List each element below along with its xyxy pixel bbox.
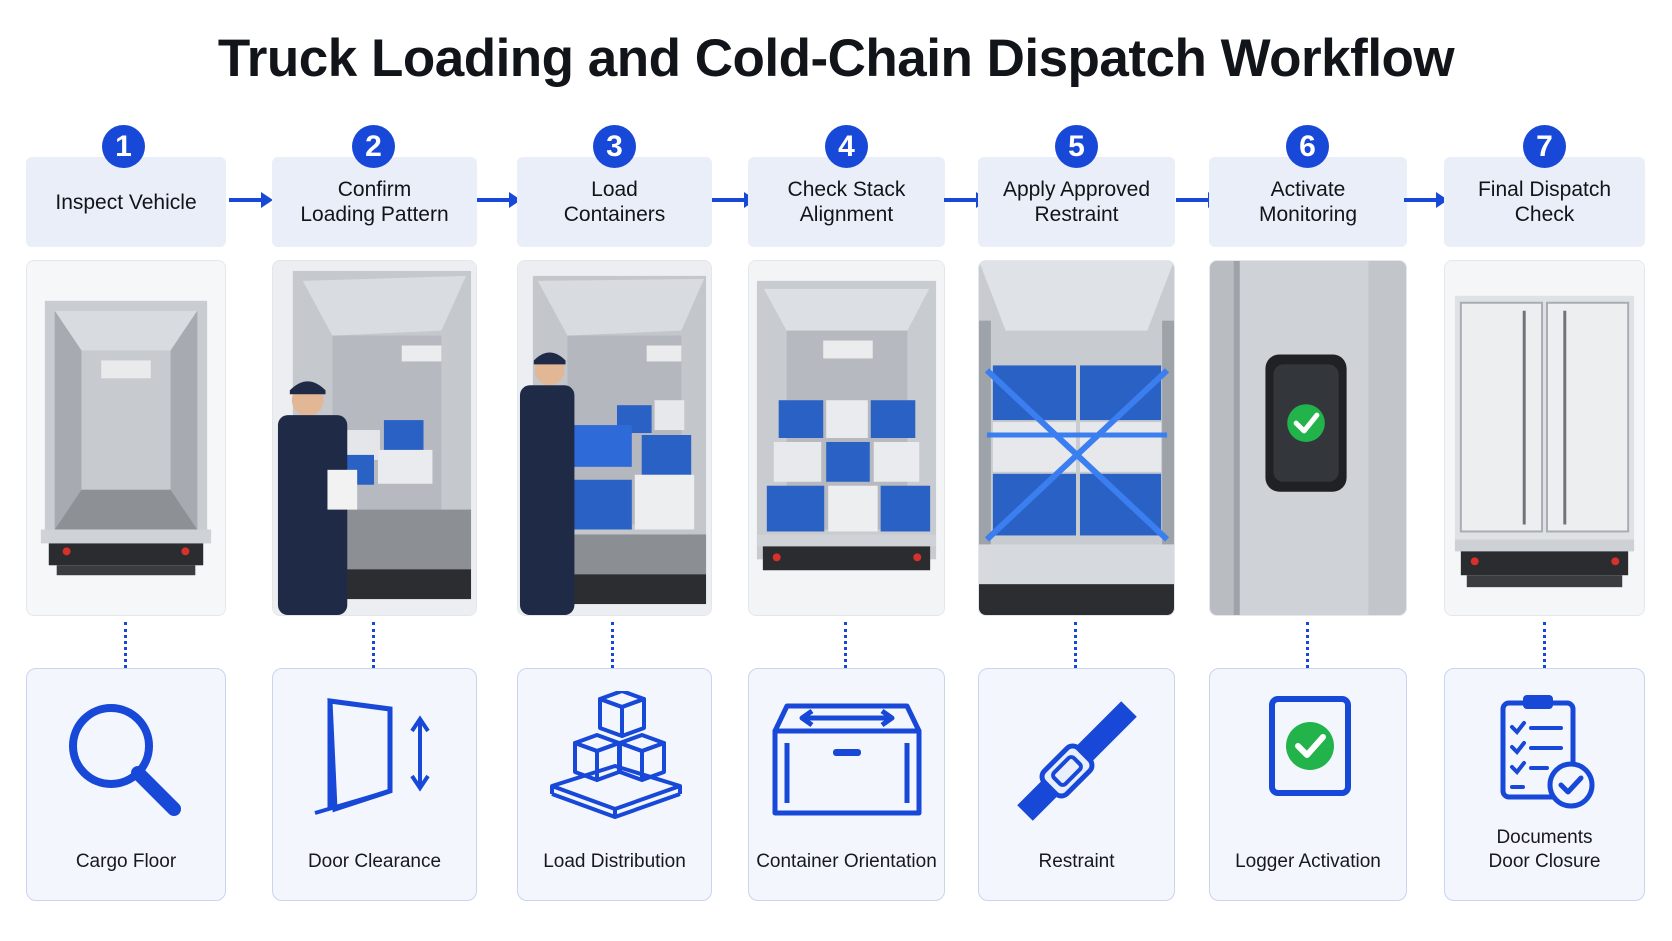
step-label: Load Containers (563, 178, 666, 226)
icon-label: Restraint (1038, 851, 1115, 872)
magnifier-icon (69, 704, 181, 816)
step-number-badge: 3 (593, 125, 636, 168)
step-label-box: Confirm Loading Pattern (272, 157, 477, 247)
connector-dots (124, 622, 127, 668)
step-number-badge: 2 (352, 125, 395, 168)
closed-truck-photo (1444, 260, 1645, 616)
icon-card: Documents Door Closure (1444, 668, 1645, 901)
step-number-badge: 4 (825, 125, 868, 168)
step-label-box: Final Dispatch Check (1444, 157, 1645, 247)
step-label-box: Load Containers (517, 157, 712, 247)
connector-dots (1543, 622, 1546, 668)
stacked-boxes-icon (549, 691, 682, 819)
page-title: Truck Loading and Cold-Chain Dispatch Wo… (217, 29, 1455, 88)
icon-label: Container Orientation (756, 851, 937, 872)
step-label-box: Check Stack Alignment (748, 157, 945, 247)
strap-icon (1016, 701, 1137, 821)
stack-alignment-photo (748, 260, 945, 616)
connector-dots (372, 622, 375, 668)
step-2: 2 Confirm Loading Pattern Doo (272, 0, 477, 941)
step-label: Inspect Vehicle (55, 190, 197, 214)
arrow-right-icon (1404, 192, 1448, 208)
icon-card: Logger Activation (1209, 668, 1407, 901)
connector-dots (1306, 622, 1309, 668)
icon-card: Cargo Floor (26, 668, 226, 901)
monitoring-logger-photo (1209, 260, 1407, 616)
arrow-right-icon (477, 192, 521, 208)
connector-dots (1074, 622, 1077, 668)
step-label: Confirm Loading Pattern (300, 178, 449, 226)
icon-label: Documents Door Closure (1488, 827, 1601, 872)
container-icon (772, 703, 921, 816)
icon-card: Restraint (978, 668, 1175, 901)
step-1: 1 Inspect Vehicle Cargo Floor (26, 0, 226, 941)
step-label-box: Apply Approved Restraint (978, 157, 1175, 247)
step-number-badge: 6 (1286, 125, 1329, 168)
icon-label: Load Distribution (543, 851, 686, 872)
logger-check-icon (1269, 696, 1351, 796)
step-3: 3 Load Containers (517, 0, 712, 941)
step-label: Apply Approved Restraint (1002, 178, 1151, 226)
step-label: Activate Monitoring (1258, 178, 1358, 226)
step-label: Final Dispatch Check (1477, 178, 1612, 226)
icon-card: Door Clearance (272, 668, 477, 901)
arrow-right-icon (229, 192, 273, 208)
icon-card: Load Distribution (517, 668, 712, 901)
step-label: Check Stack Alignment (787, 178, 906, 226)
restraint-photo (978, 260, 1175, 616)
truck-inspection-photo (26, 260, 226, 616)
loading-containers-photo (517, 260, 712, 616)
icon-card: Container Orientation (748, 668, 945, 901)
step-7: 7 Final Dispatch Check (1444, 0, 1645, 941)
step-6: 6 Activate Monitoring Logger Activation (1209, 0, 1407, 941)
step-number-badge: 7 (1523, 125, 1566, 168)
loading-pattern-photo (272, 260, 477, 616)
icon-label: Logger Activation (1235, 851, 1381, 872)
step-label-box: Activate Monitoring (1209, 157, 1407, 247)
door-clearance-icon (313, 698, 430, 815)
step-number-badge: 1 (102, 125, 145, 168)
icon-label: Cargo Floor (75, 851, 177, 872)
connector-dots (611, 622, 614, 668)
step-number-badge: 5 (1055, 125, 1098, 168)
clipboard-check-icon (1500, 695, 1594, 809)
connector-dots (844, 622, 847, 668)
icon-label: Door Clearance (307, 851, 442, 872)
step-5: 5 Apply Approved Restraint Restraint (978, 0, 1175, 941)
step-label-box: Inspect Vehicle (26, 157, 226, 247)
step-4: 4 Check Stack Alignment (748, 0, 945, 941)
